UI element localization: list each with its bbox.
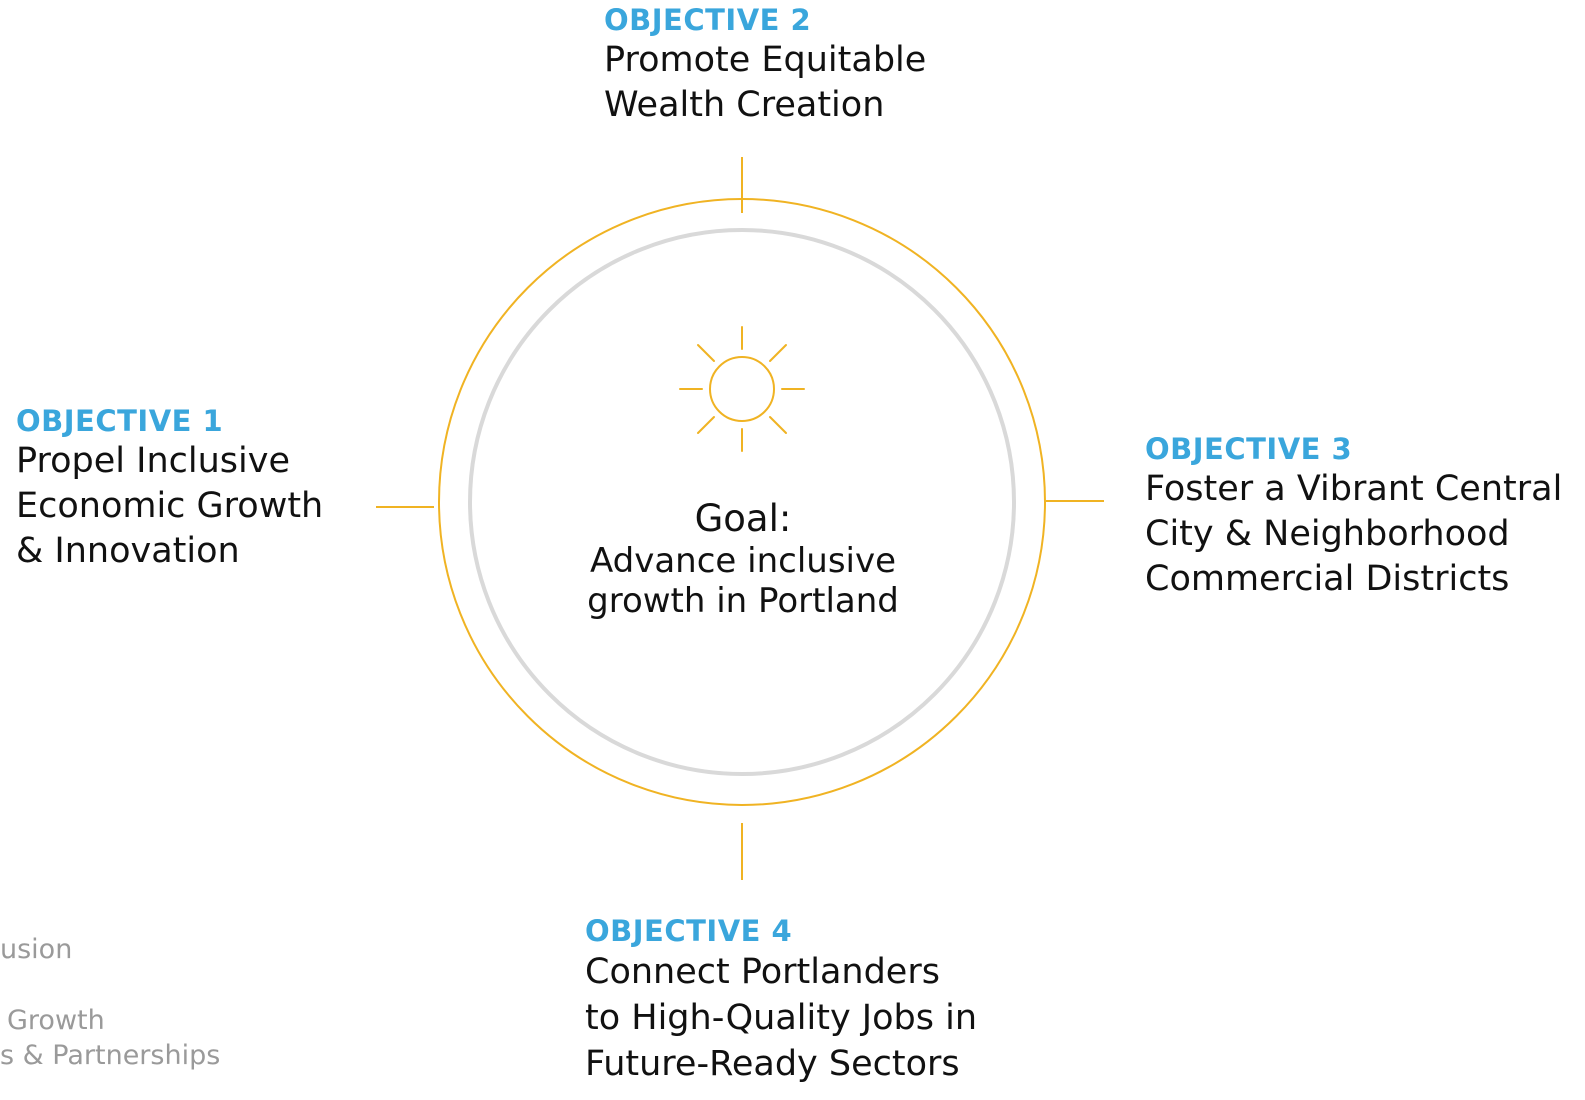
cutoff-line-3: s & Partnerships	[0, 1040, 221, 1071]
cutoff-line-1: usion	[0, 934, 73, 965]
objective-2-line-2: Wealth Creation	[604, 85, 885, 125]
objective-4-title: OBJECTIVE 4	[585, 914, 793, 948]
objective-4-line-2: to High-Quality Jobs in	[585, 998, 978, 1038]
objective-3-title: OBJECTIVE 3	[1145, 432, 1353, 466]
objective-3-line-1: Foster a Vibrant Central	[1145, 469, 1563, 509]
objective-1-line-2: Economic Growth	[16, 486, 324, 526]
objective-4: OBJECTIVE 4 Connect Portlanders to High-…	[585, 913, 977, 1087]
cutoff-line-2: Growth	[7, 1005, 105, 1036]
objective-4-line-1: Connect Portlanders	[585, 952, 940, 992]
objective-3: OBJECTIVE 3 Foster a Vibrant Central Cit…	[1145, 431, 1562, 602]
objective-2-title: OBJECTIVE 2	[604, 3, 812, 37]
objective-4-line-3: Future-Ready Sectors	[585, 1044, 960, 1084]
objective-3-line-3: Commercial Districts	[1145, 559, 1510, 599]
inner-ring	[468, 228, 1016, 776]
objective-2: OBJECTIVE 2 Promote Equitable Wealth Cre…	[604, 2, 926, 128]
goal-text-line-2: growth in Portland	[587, 581, 899, 621]
objective-1-line-1: Propel Inclusive	[16, 441, 290, 481]
objective-1: OBJECTIVE 1 Propel Inclusive Economic Gr…	[16, 403, 323, 574]
objective-1-line-3: & Innovation	[16, 531, 240, 571]
objective-3-line-2: City & Neighborhood	[1145, 514, 1510, 554]
sun-icon	[679, 326, 805, 452]
goal-block: Goal: Advance inclusive growth in Portla…	[543, 497, 943, 621]
objective-1-title: OBJECTIVE 1	[16, 404, 224, 438]
goal-text-line-1: Advance inclusive	[589, 541, 897, 581]
goal-label: Goal:	[694, 497, 792, 540]
objective-2-line-1: Promote Equitable	[604, 40, 927, 80]
